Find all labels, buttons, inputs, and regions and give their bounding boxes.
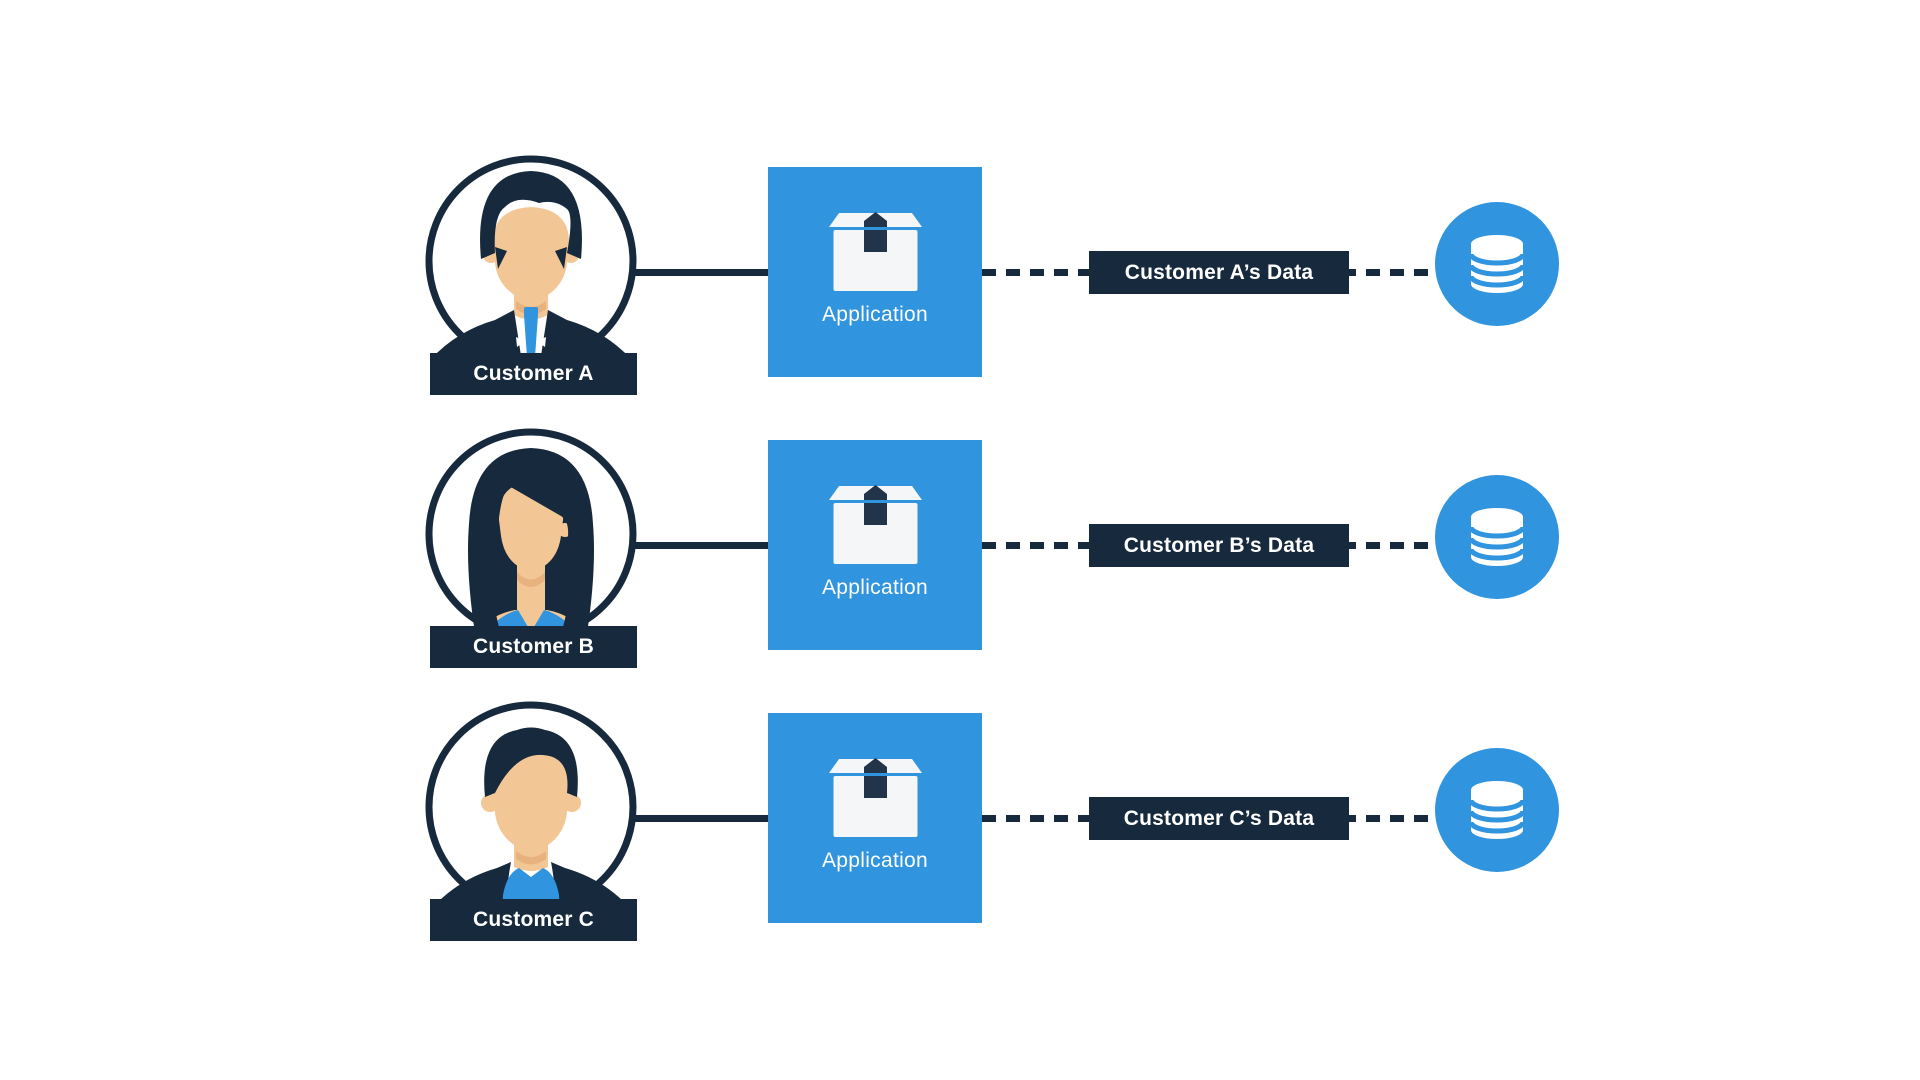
- package-box-icon: [828, 485, 922, 564]
- database-icon: [1435, 202, 1559, 326]
- customer-b-label-text: Customer B: [472, 635, 595, 658]
- application-box-a: Application: [768, 167, 982, 377]
- customer-c-data-label: Customer C’s Data: [1089, 797, 1349, 840]
- row-customer-b: Customer B Application Customer B’s Data: [0, 410, 1920, 683]
- package-box-icon: [828, 758, 922, 837]
- application-box-c: Application: [768, 713, 982, 923]
- row-customer-a: Customer A Application Customer A’s Data: [0, 137, 1920, 410]
- customer-b-data-label: Customer B’s Data: [1089, 524, 1349, 567]
- application-label: Application: [821, 303, 929, 326]
- connector-customer-a-to-app: [633, 269, 768, 276]
- application-box-b: Application: [768, 440, 982, 650]
- customer-b-label: Customer B: [430, 626, 637, 668]
- connector-customer-c-to-app: [633, 815, 768, 822]
- customer-c-label: Customer C: [430, 899, 637, 941]
- application-label: Application: [821, 849, 929, 872]
- customer-a-label-text: Customer A: [473, 362, 594, 385]
- database-icon: [1435, 475, 1559, 599]
- male-suit-avatar-icon: [425, 155, 637, 382]
- customer-c-label-text: Customer C: [472, 908, 595, 931]
- customer-a-data-label-text: Customer A’s Data: [1124, 260, 1314, 284]
- package-box-icon: [828, 212, 922, 291]
- male-casual-avatar-icon: [425, 701, 637, 928]
- customer-a-label: Customer A: [430, 353, 637, 395]
- application-label: Application: [821, 576, 929, 599]
- connector-customer-b-to-app: [633, 542, 768, 549]
- row-customer-c: Customer C Application Customer C’s Data: [0, 683, 1920, 956]
- customer-a-data-label: Customer A’s Data: [1089, 251, 1349, 294]
- database-icon: [1435, 748, 1559, 872]
- customer-c-data-label-text: Customer C’s Data: [1123, 806, 1315, 830]
- customer-b-data-label-text: Customer B’s Data: [1123, 533, 1315, 557]
- female-avatar-icon: [425, 428, 637, 655]
